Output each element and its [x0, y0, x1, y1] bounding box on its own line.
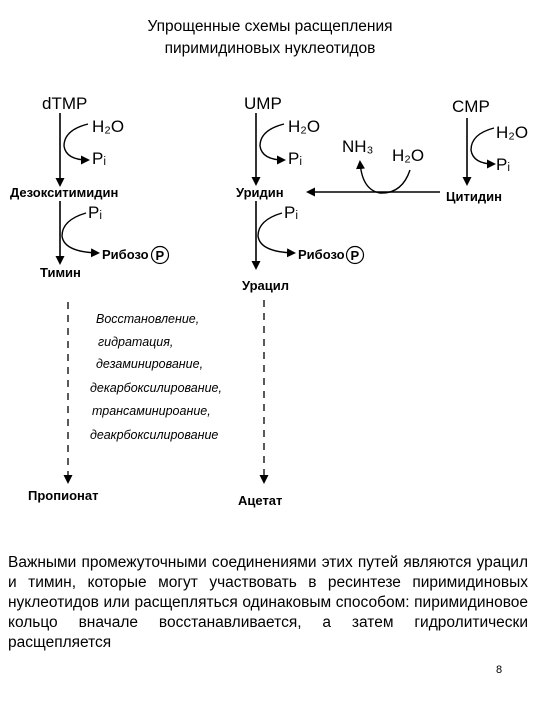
- ump-phosphate-circle: [345, 245, 365, 265]
- slide-title: Упрощенные схемы расщепления пиримидинов…: [0, 16, 540, 60]
- process-item: деакрбоксилирование: [90, 428, 218, 442]
- propionate-label: Пропионат: [28, 488, 98, 503]
- ump-hydrolysis-curve: [259, 123, 286, 165]
- degradation-processes-list: Восстановление, гидратация, дезаминирова…: [90, 312, 222, 442]
- deamination-curve: [356, 160, 411, 194]
- dtmp-phosphate-symbol: P: [156, 248, 165, 263]
- ump-pi-label-1: Pᵢ: [288, 149, 302, 168]
- ump-pi-label-2: Pᵢ: [284, 203, 298, 222]
- ump-phosphate-symbol: P: [351, 248, 360, 263]
- dtmp-label: dTMP: [42, 94, 87, 113]
- ump-ribose-label: Рибозо: [298, 247, 345, 262]
- ump-label: UMP: [244, 94, 282, 113]
- uridine-label: Уридин: [236, 185, 284, 200]
- cmp-pi-label: Pᵢ: [496, 155, 510, 174]
- cmp-water-label: H₂O: [496, 123, 528, 142]
- dtmp-pi-label-2: Pᵢ: [88, 203, 102, 222]
- uracil-label: Урацил: [242, 278, 289, 293]
- thymine-label: Тимин: [40, 265, 81, 280]
- ump-phosphorolysis-curve: [257, 212, 296, 258]
- dtmp-ribose-label: Рибозо: [102, 247, 149, 262]
- page-number: 8: [496, 664, 503, 676]
- process-item: гидратация,: [98, 335, 173, 349]
- deoxythymidine-label: Дезокситимидин: [10, 185, 118, 200]
- process-item: декарбоксилирование,: [90, 381, 222, 395]
- title-line-2: пиримидиновых нуклеотидов: [164, 40, 376, 57]
- dtmp-phosphate-circle: [150, 245, 170, 265]
- title-line-1: Упрощенные схемы расщепления: [147, 18, 393, 35]
- deamination-water-label: H₂O: [392, 146, 424, 165]
- dtmp-hydrolysis-curve: [63, 123, 90, 165]
- cmp-hydrolysis-curve: [470, 127, 496, 169]
- cytidine-label: Цитидин: [446, 189, 502, 204]
- dtmp-pi-label-1: Pᵢ: [92, 149, 106, 168]
- acetate-label: Ацетат: [238, 493, 282, 508]
- dtmp-phosphorolysis-curve: [61, 212, 100, 258]
- dtmp-water-label: H₂O: [92, 117, 124, 136]
- process-item: дезаминирование,: [96, 357, 203, 371]
- nh3-label: NH₃: [342, 137, 373, 156]
- ump-water-label: H₂O: [288, 117, 320, 136]
- process-item: Восстановление,: [96, 312, 199, 326]
- summary-paragraph: Важными промежуточными соединениями этих…: [8, 554, 528, 651]
- cmp-label: CMP: [452, 97, 490, 116]
- process-item: трансаминироание,: [92, 404, 211, 418]
- pyrimidine-catabolism-scheme: dTMP H₂O Pᵢ Дезокситимидин Pᵢ Рибозо P Т…: [10, 94, 528, 508]
